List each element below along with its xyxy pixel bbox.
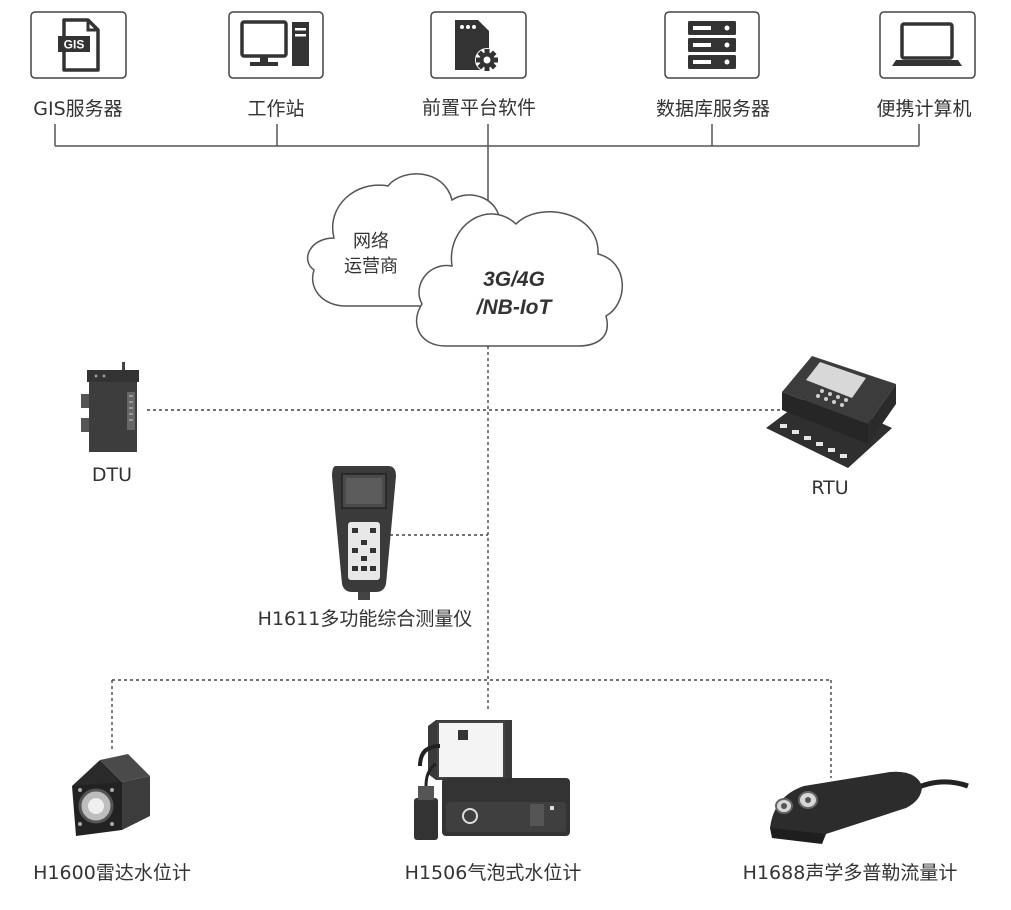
laptop-box (879, 11, 976, 79)
dtu-device-icon (81, 362, 139, 452)
rtu-label: RTU (811, 477, 849, 499)
handheld-meter-icon (332, 466, 396, 600)
software-gear-icon (455, 20, 499, 72)
gis-server-box: GIS (30, 11, 127, 79)
meter-label: H1611多功能综合测量仪 (257, 608, 473, 630)
mobile-network-line1: 3G/4G (483, 268, 545, 291)
laptop-icon (892, 22, 962, 66)
database-server-icon (688, 21, 736, 69)
top-node-label-laptop: 便携计算机 (876, 98, 972, 120)
top-node-label-database: 数据库服务器 (655, 98, 770, 120)
rtu-device-icon (766, 356, 896, 468)
bubble-level-meter-icon (414, 720, 570, 840)
dtu-label: DTU (91, 464, 133, 486)
radar-label: H1600雷达水位计 (33, 862, 191, 884)
doppler-flow-meter-icon (770, 771, 969, 844)
operator-cloud-line2: 运营商 (344, 256, 398, 277)
field-dashed-links (111, 346, 832, 778)
workstation-box (228, 11, 324, 79)
gis-badge-text: GIS (64, 38, 85, 52)
workstation-icon (240, 20, 309, 66)
mobile-network-cloud (415, 211, 624, 347)
operator-cloud-line1: 网络 (353, 231, 389, 252)
doppler-label: H1688声学多普勒流量计 (742, 862, 958, 884)
top-bus (54, 124, 920, 215)
bubble-label: H1506气泡式水位计 (404, 862, 582, 884)
gis-file-icon: GIS (58, 18, 100, 72)
top-node-label-gis: GIS服务器 (33, 98, 123, 120)
radar-level-meter-icon (72, 754, 150, 836)
database-server-box (664, 11, 760, 79)
top-node-label-front-platform: 前置平台软件 (421, 97, 536, 119)
top-node-label-workstation: 工作站 (247, 98, 305, 120)
mobile-network-line2: /NB-IoT (476, 296, 552, 319)
front-platform-box (430, 11, 527, 79)
